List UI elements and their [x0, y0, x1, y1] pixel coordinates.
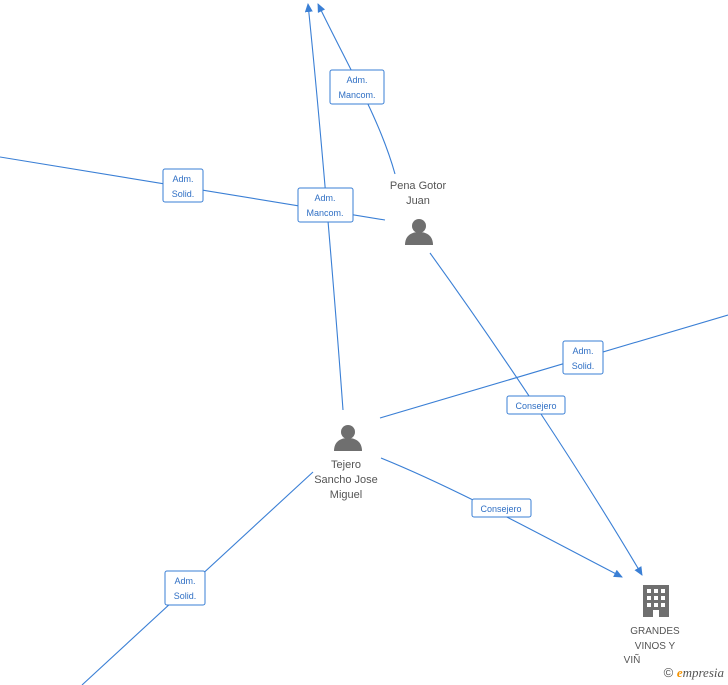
- edge-label-line: Adm.: [346, 75, 367, 85]
- edge-label-adm-mancom-top: Adm. Mancom.: [329, 69, 385, 105]
- node-name-line: Pena Gotor: [390, 180, 447, 192]
- edge-label-adm-solid-right: Adm. Solid.: [562, 340, 604, 375]
- node-name-line: Tejero: [331, 459, 361, 471]
- node-pena-gotor-juan[interactable]: Pena Gotor Juan: [390, 180, 447, 245]
- building-icon: [643, 585, 669, 617]
- edge-tejero-to-right: [379, 314, 728, 419]
- edge-label-adm-solid-left: Adm. Solid.: [162, 168, 204, 203]
- edge-label-line: Solid.: [172, 189, 195, 199]
- copyright-watermark: © empresia: [664, 665, 724, 681]
- edge-label-line: Mancom.: [306, 208, 343, 218]
- node-name-line: VINOS Y: [635, 641, 676, 652]
- edge-label-consejero-pena: Consejero: [506, 395, 566, 415]
- brand-name: mpresia: [682, 665, 724, 680]
- node-name-line: Miguel: [330, 489, 362, 501]
- edge-label-line: Solid.: [174, 591, 197, 601]
- node-name-line: VIÑ: [624, 653, 641, 666]
- node-name-line: GRANDES: [630, 626, 680, 637]
- edge-label-consejero-tejero: Consejero: [471, 498, 532, 518]
- person-icon: [334, 425, 362, 451]
- brand-initial: e: [676, 665, 683, 680]
- edge-label-line: Adm.: [174, 576, 195, 586]
- edge-label-line: Consejero: [515, 401, 556, 411]
- node-name-line: Sancho Jose: [314, 474, 378, 486]
- edge-label-adm-solid-bottom: Adm. Solid.: [164, 570, 206, 606]
- node-name-line: Juan: [406, 195, 430, 207]
- edge-label-line: Consejero: [480, 504, 521, 514]
- edge-label-line: Mancom.: [338, 90, 375, 100]
- edge-label-line: Adm.: [314, 193, 335, 203]
- node-grandes-vinos[interactable]: GRANDES VINOS Y VIÑ: [624, 585, 680, 666]
- edge-label-line: Adm.: [172, 174, 193, 184]
- edge-label-adm-mancom-mid: Adm. Mancom.: [297, 187, 354, 223]
- edge-label-line: Adm.: [572, 346, 593, 356]
- person-icon: [405, 219, 433, 245]
- edge-label-line: Solid.: [572, 361, 595, 371]
- node-tejero-sancho-jose-miguel[interactable]: Tejero Sancho Jose Miguel: [314, 425, 378, 501]
- copyright-symbol: ©: [663, 665, 674, 680]
